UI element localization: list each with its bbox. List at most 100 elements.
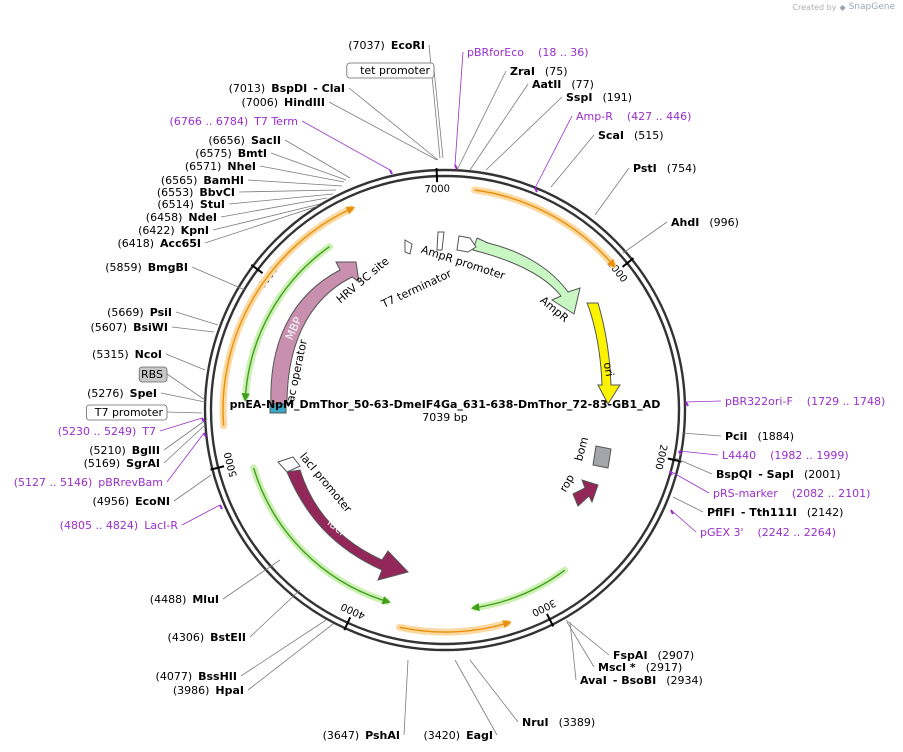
site-leader-line	[678, 450, 719, 456]
site-position: (4488)	[150, 593, 187, 606]
site-leader-line	[259, 165, 345, 183]
site-leader-line	[674, 457, 713, 475]
site-label: (6656)SacII	[208, 134, 281, 147]
scale-tick-label: 2000	[652, 443, 668, 470]
enzyme-label: (5315)NcoI	[92, 348, 162, 361]
site-position: (6418)	[117, 237, 154, 250]
primer-label: Amp-R(427 .. 446)	[576, 110, 691, 123]
site-name: SpeI	[130, 387, 157, 400]
site-label: ZraI(75)	[510, 65, 568, 78]
site-leader-line	[163, 421, 204, 451]
enzyme-label: (4077)BssHII	[156, 670, 237, 683]
site-label: (5210)BglII	[89, 444, 160, 457]
enzyme-label: (6553)BbvCI	[157, 186, 235, 199]
site-position: (4805 .. 4824)	[60, 519, 139, 532]
site-label: (5859)BmgBI	[105, 261, 188, 274]
site-name: (2082 .. 2101)	[792, 487, 871, 500]
site-leader-line	[181, 504, 221, 526]
rop-label: rop	[557, 472, 577, 494]
site-leader-line	[469, 659, 519, 723]
scale-tick-label: 3000	[530, 597, 558, 618]
site-name: BssHII	[198, 670, 237, 683]
site-position: SspI	[566, 91, 592, 104]
site-leader-line	[160, 392, 206, 403]
site-position: pGEX 3'	[700, 526, 744, 539]
site-position: pBR322ori-F	[725, 395, 793, 408]
site-name: EcoRI	[391, 39, 425, 52]
primer-label: (6766 .. 6784)T7 Term	[170, 115, 298, 128]
laci-promoter-arrow	[277, 456, 301, 473]
site-leader-line	[166, 373, 206, 401]
enzyme-label: (5169)SgrAI	[84, 457, 160, 470]
enzyme-label: (5859)BmgBI	[105, 261, 188, 274]
enzyme-label: (6565)BamHI	[161, 174, 244, 187]
site-name: (427 .. 446)	[627, 110, 692, 123]
site-name: (75)	[545, 65, 568, 78]
site-position: (6656)	[208, 134, 245, 147]
site-leader-line	[454, 659, 498, 736]
site-name: BsiWI	[133, 321, 168, 334]
primer-label: (4805 .. 4824) LacI-R	[60, 519, 179, 532]
site-label: (4488)MluI	[150, 593, 219, 606]
site-name: (754)	[667, 162, 697, 175]
site-position: FspAI	[613, 649, 648, 662]
enzyme-label: (6514)StuI	[157, 198, 225, 211]
site-position: (6422)	[138, 224, 175, 237]
site-name: (2242 .. 2264)	[758, 526, 837, 539]
primer-site-mark	[203, 432, 207, 438]
site-leader-line	[328, 101, 438, 161]
site-position: (7013)	[229, 82, 266, 95]
site-label: (6458)NdeI	[146, 211, 217, 224]
site-leader-line	[249, 589, 301, 638]
site-leader-line	[348, 87, 439, 161]
enzyme-label: (3986)HpaI	[173, 684, 244, 697]
site-label: (4805 .. 4824) LacI-R	[60, 519, 179, 532]
site-name-2: - Tth111I	[741, 506, 797, 519]
ori-label: ori	[601, 361, 616, 377]
site-name: EcoNI	[135, 495, 170, 508]
enzyme-label: AvaI- BsoBI(2934)	[580, 674, 703, 687]
site-name: NcoI	[135, 348, 162, 361]
site-label: (6553)BbvCI	[157, 186, 235, 199]
site-position: (6571)	[185, 160, 222, 173]
enzyme-label: PflFI- Tth111I(2142)	[707, 506, 843, 519]
site-leader-line	[166, 411, 203, 414]
site-label: pBR322ori-F(1729 .. 1748)	[725, 395, 885, 408]
site-leader-line	[456, 70, 507, 171]
site-position: (5859)	[105, 261, 142, 274]
enzyme-label: MscI *(2917)	[598, 661, 682, 674]
site-name: BglII	[132, 444, 160, 457]
ampr-promoter	[456, 235, 477, 253]
scale-tick	[210, 465, 225, 471]
orf-arrows	[219, 186, 617, 636]
enzyme-label: (3647)PshAI	[323, 729, 400, 742]
site-label: AhdI(996)	[671, 216, 739, 229]
site-position: (7006)	[241, 96, 278, 109]
primer-label: pRS-marker(2082 .. 2101)	[713, 487, 870, 500]
site-label: (6418)Acc65I	[117, 237, 201, 250]
primer-label: pGEX 3' (2242 .. 2264)	[700, 526, 836, 539]
site-leader-line	[428, 44, 441, 159]
site-label: MscI *(2917)	[598, 661, 682, 674]
site-leader-line	[175, 311, 219, 326]
site-name: LacI-R	[144, 519, 178, 532]
scale-tick-label: 4000	[339, 600, 367, 621]
site-name: (2001)	[804, 468, 841, 481]
site-label: (7013)BspDI- ClaI	[229, 82, 345, 95]
site-leader-line	[534, 115, 573, 189]
backbone-outer	[203, 168, 687, 652]
backbone-inner	[209, 174, 681, 646]
site-label: BspQI- SapI(2001)	[716, 468, 841, 481]
site-name: (77)	[571, 78, 594, 91]
site-label: (7006)HindIII	[241, 96, 325, 109]
enzyme-label: PciI(1884)	[725, 430, 794, 443]
site-label: RBS	[138, 366, 168, 383]
enzyme-label: (3420)EagI	[424, 729, 493, 742]
site-leader-line	[669, 470, 710, 494]
scale-tick-label: 7000	[424, 184, 450, 196]
primer-site-mark	[201, 417, 205, 423]
site-leader-line	[485, 96, 563, 171]
site-leader-line	[165, 353, 206, 371]
site-position: (4306)	[168, 631, 205, 644]
